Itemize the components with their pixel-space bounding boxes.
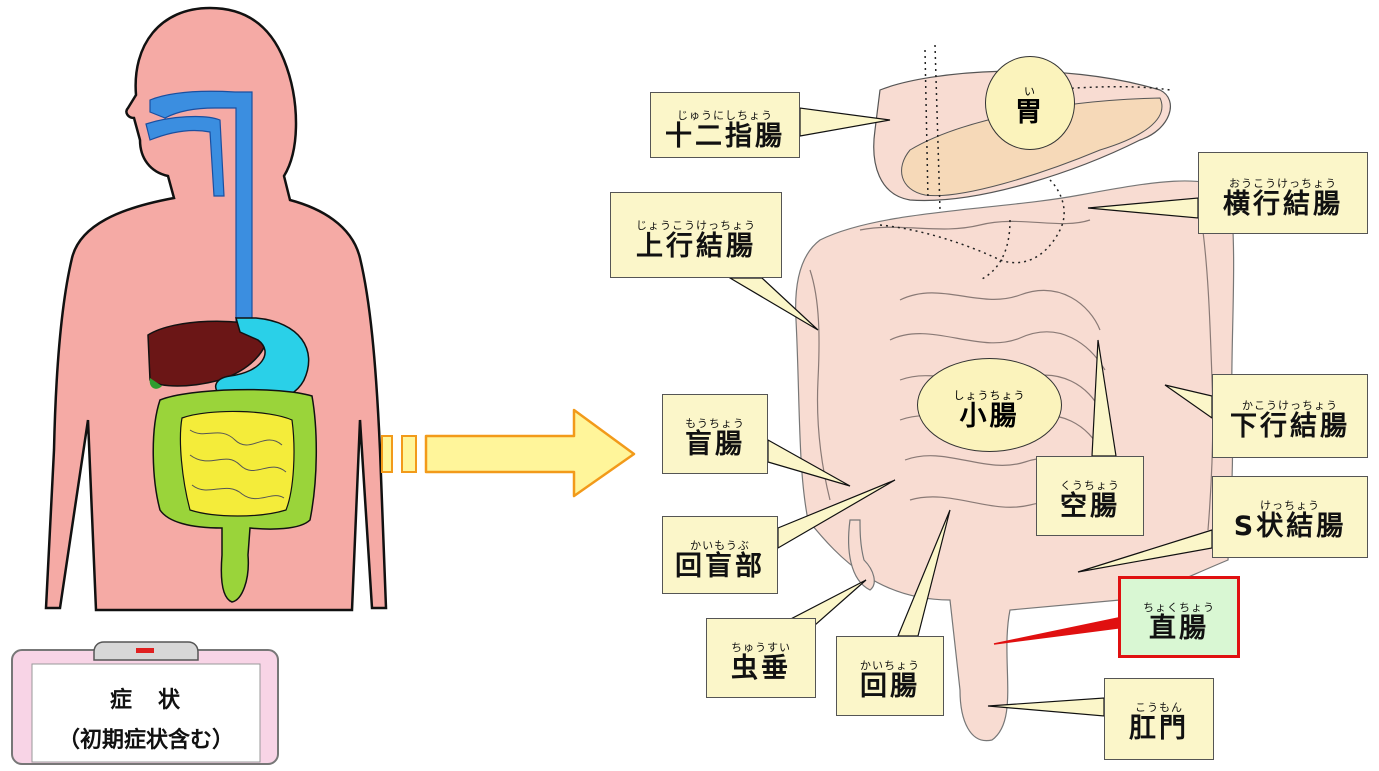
label-sigmoid-colon: けっちょう S状結腸 (1212, 476, 1368, 558)
text-jejunum: 空腸 (1037, 492, 1143, 522)
pointer-transverse-colon (1088, 198, 1198, 218)
label-stomach: い 胃 (985, 56, 1075, 150)
text-duodenum: 十二指腸 (651, 122, 799, 152)
text-anus: 肛門 (1105, 714, 1213, 744)
text-transverse-colon: 横行結腸 (1199, 190, 1367, 220)
label-duodenum: じゅうにしちょう 十二指腸 (650, 92, 800, 158)
pointer-sigmoid-colon (1078, 530, 1212, 572)
text-ascending-colon: 上行結腸 (611, 232, 781, 262)
text-ileum: 回腸 (837, 672, 943, 702)
pointer-duodenum (800, 108, 890, 136)
pointer-ascending-colon (730, 278, 818, 330)
pointer-rectum (994, 618, 1118, 644)
text-descending-colon: 下行結腸 (1213, 412, 1367, 442)
label-ileocecal: かいもうぶ 回盲部 (662, 516, 778, 594)
label-transverse-colon: おうこうけっちょう 横行結腸 (1198, 152, 1368, 234)
label-rectum: ちょくちょう 直腸 (1118, 576, 1240, 658)
label-small-intestine: しょうちょう 小腸 (917, 358, 1062, 452)
pointer-ileocecal (778, 480, 895, 548)
label-jejunum: くうちょう 空腸 (1036, 456, 1144, 536)
text-cecum: 盲腸 (663, 430, 767, 460)
text-sigmoid-colon: S状結腸 (1213, 512, 1367, 542)
text-stomach: 胃 (986, 98, 1074, 128)
text-small-intestine: 小腸 (918, 402, 1061, 432)
text-appendix: 虫垂 (707, 654, 815, 684)
pointer-jejunum (1092, 340, 1116, 456)
text-ileocecal: 回盲部 (663, 552, 777, 582)
label-ileum: かいちょう 回腸 (836, 636, 944, 716)
label-cecum: もうちょう 盲腸 (662, 394, 768, 474)
pointer-anus (988, 698, 1104, 716)
label-descending-colon: かこうけっちょう 下行結腸 (1212, 374, 1368, 458)
label-appendix: ちゅうすい 虫垂 (706, 618, 816, 698)
label-anus: こうもん 肛門 (1104, 678, 1214, 760)
pointer-descending-colon (1165, 385, 1212, 418)
pointer-cecum (768, 440, 850, 486)
label-ascending-colon: じょうこうけっちょう 上行結腸 (610, 192, 782, 278)
pointer-ileum (898, 510, 950, 636)
text-rectum: 直腸 (1121, 614, 1237, 644)
